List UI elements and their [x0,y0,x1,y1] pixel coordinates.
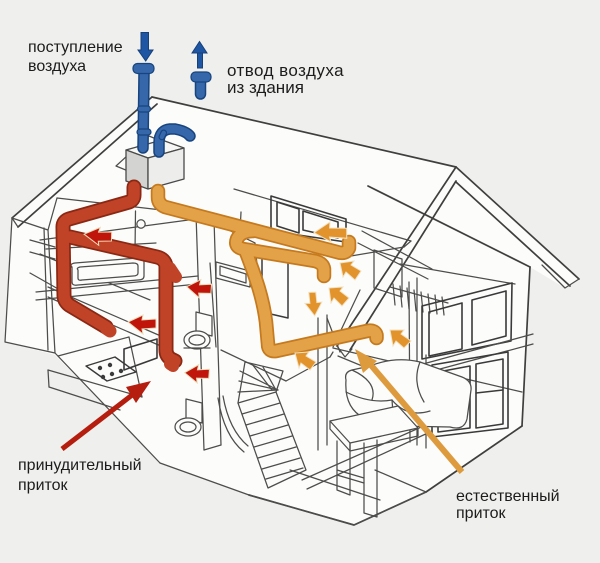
svg-text:отвод воздуха: отвод воздуха [227,61,344,80]
svg-text:приток: приток [456,505,507,522]
svg-text:воздуха: воздуха [28,58,86,75]
svg-text:приток: приток [18,477,69,494]
svg-text:естественный: естественный [456,488,560,505]
svg-text:поступление: поступление [28,39,123,56]
svg-text:из здания: из здания [227,78,304,97]
svg-text:принудительный: принудительный [18,457,142,474]
